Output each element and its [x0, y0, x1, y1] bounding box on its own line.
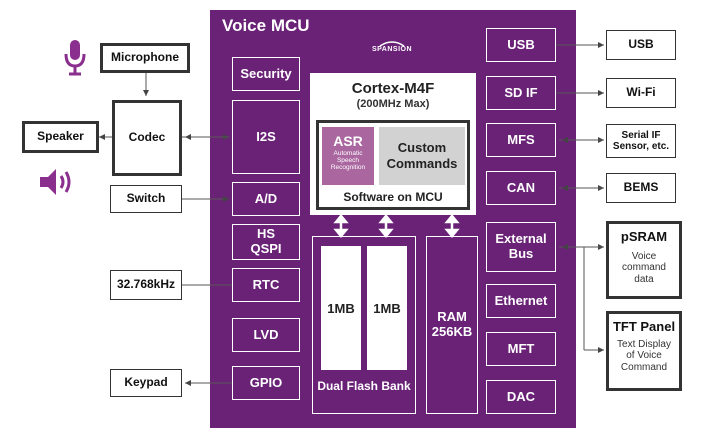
- flash-label: Dual Flash Bank: [317, 379, 411, 393]
- microphone-icon: [62, 38, 88, 78]
- crystal-box: 32.768kHz: [110, 270, 182, 300]
- block-external-bus: External Bus: [486, 222, 556, 272]
- asr-block: ASR Automatic Speech Recognition: [322, 127, 374, 185]
- spansion-logo: SPANSION: [362, 38, 422, 56]
- block-usb: USB: [486, 28, 556, 62]
- codec-box: Codec: [112, 100, 182, 176]
- speaker-icon: [38, 166, 80, 198]
- asr-subtitle: Automatic Speech Recognition: [330, 150, 366, 171]
- block-can: CAN: [486, 171, 556, 205]
- block-mfs: MFS: [486, 123, 556, 157]
- tft-desc: Text Display of Voice Command: [617, 338, 671, 373]
- block-gpio: GPIO: [232, 366, 300, 400]
- cortex-title: Cortex-M4F: [351, 80, 435, 97]
- microphone-box: Microphone: [100, 43, 190, 73]
- wifi-box: Wi-Fi: [606, 78, 676, 108]
- tft-title: TFT Panel: [612, 319, 676, 334]
- block-ethernet: Ethernet: [486, 284, 556, 318]
- switch-box: Switch: [110, 185, 182, 213]
- block-sd-if: SD IF: [486, 76, 556, 110]
- block-hs-qspi: HS QSPI: [232, 224, 300, 260]
- block-rtc: RTC: [232, 268, 300, 302]
- tft-panel-box: TFT Panel Text Display of Voice Command: [606, 311, 682, 391]
- block-dac: DAC: [486, 380, 556, 414]
- software-label: Software on MCU: [343, 190, 443, 204]
- usb-device-box: USB: [606, 30, 676, 60]
- logo-text: SPANSION: [371, 46, 413, 53]
- block-ad: A/D: [232, 182, 300, 216]
- psram-desc: Voice command data: [622, 250, 666, 285]
- block-security: Security: [232, 57, 300, 91]
- block-i2s: I2S: [232, 100, 300, 174]
- psram-title: pSRAM: [620, 229, 668, 244]
- bems-box: BEMS: [606, 173, 676, 203]
- dual-flash-bank: [312, 236, 416, 414]
- mcu-title: Voice MCU: [222, 16, 310, 35]
- asr-title: ASR: [333, 133, 363, 149]
- cortex-subtitle: (200MHz Max): [356, 98, 430, 110]
- block-lvd: LVD: [232, 318, 300, 352]
- speaker-box: Speaker: [22, 121, 99, 153]
- flash-cell-2: 1MB: [367, 246, 407, 370]
- block-mft: MFT: [486, 332, 556, 366]
- keypad-box: Keypad: [110, 369, 182, 397]
- serial-sensor-box: Serial IF Sensor, etc.: [606, 124, 676, 158]
- logo-arc-icon: [379, 41, 405, 46]
- custom-commands-block: Custom Commands: [379, 127, 465, 185]
- psram-box: pSRAM Voice command data: [606, 221, 682, 299]
- flash-cell-1: 1MB: [321, 246, 361, 370]
